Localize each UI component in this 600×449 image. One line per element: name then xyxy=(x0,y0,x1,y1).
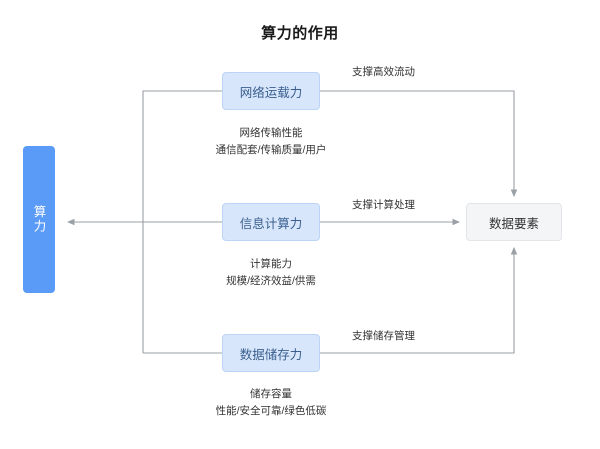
caption-network-line1: 网络传输性能 xyxy=(239,127,303,139)
node-data-element[interactable]: 数据要素 xyxy=(466,203,562,241)
edge-label-compute: 支撑计算处理 xyxy=(352,199,415,211)
caption-storage-line1: 储存容量 xyxy=(250,388,292,400)
node-information-computing[interactable]: 信息计算力 xyxy=(222,203,320,241)
edge-label-storage: 支撑储存管理 xyxy=(352,330,415,342)
caption-compute-line2: 规模/经济效益/供需 xyxy=(226,275,316,287)
caption-storage-line2: 性能/安全可靠/绿色低碳 xyxy=(215,405,327,417)
caption-storage: 储存容量 性能/安全可靠/绿色低碳 xyxy=(171,386,371,420)
caption-network: 网络传输性能 通信配套/传输质量/用户 xyxy=(171,125,371,159)
edge-label-network: 支撑高效流动 xyxy=(352,66,415,78)
page-title: 算力的作用 xyxy=(261,25,339,42)
caption-compute: 计算能力 规模/经济效益/供需 xyxy=(171,256,371,290)
caption-compute-line1: 计算能力 xyxy=(250,258,292,270)
node-data-storage[interactable]: 数据储存力 xyxy=(222,334,320,372)
node-network-capacity[interactable]: 网络运载力 xyxy=(222,72,320,110)
node-computing-power[interactable]: 算力 xyxy=(23,146,55,293)
caption-network-line2: 通信配套/传输质量/用户 xyxy=(215,144,327,156)
